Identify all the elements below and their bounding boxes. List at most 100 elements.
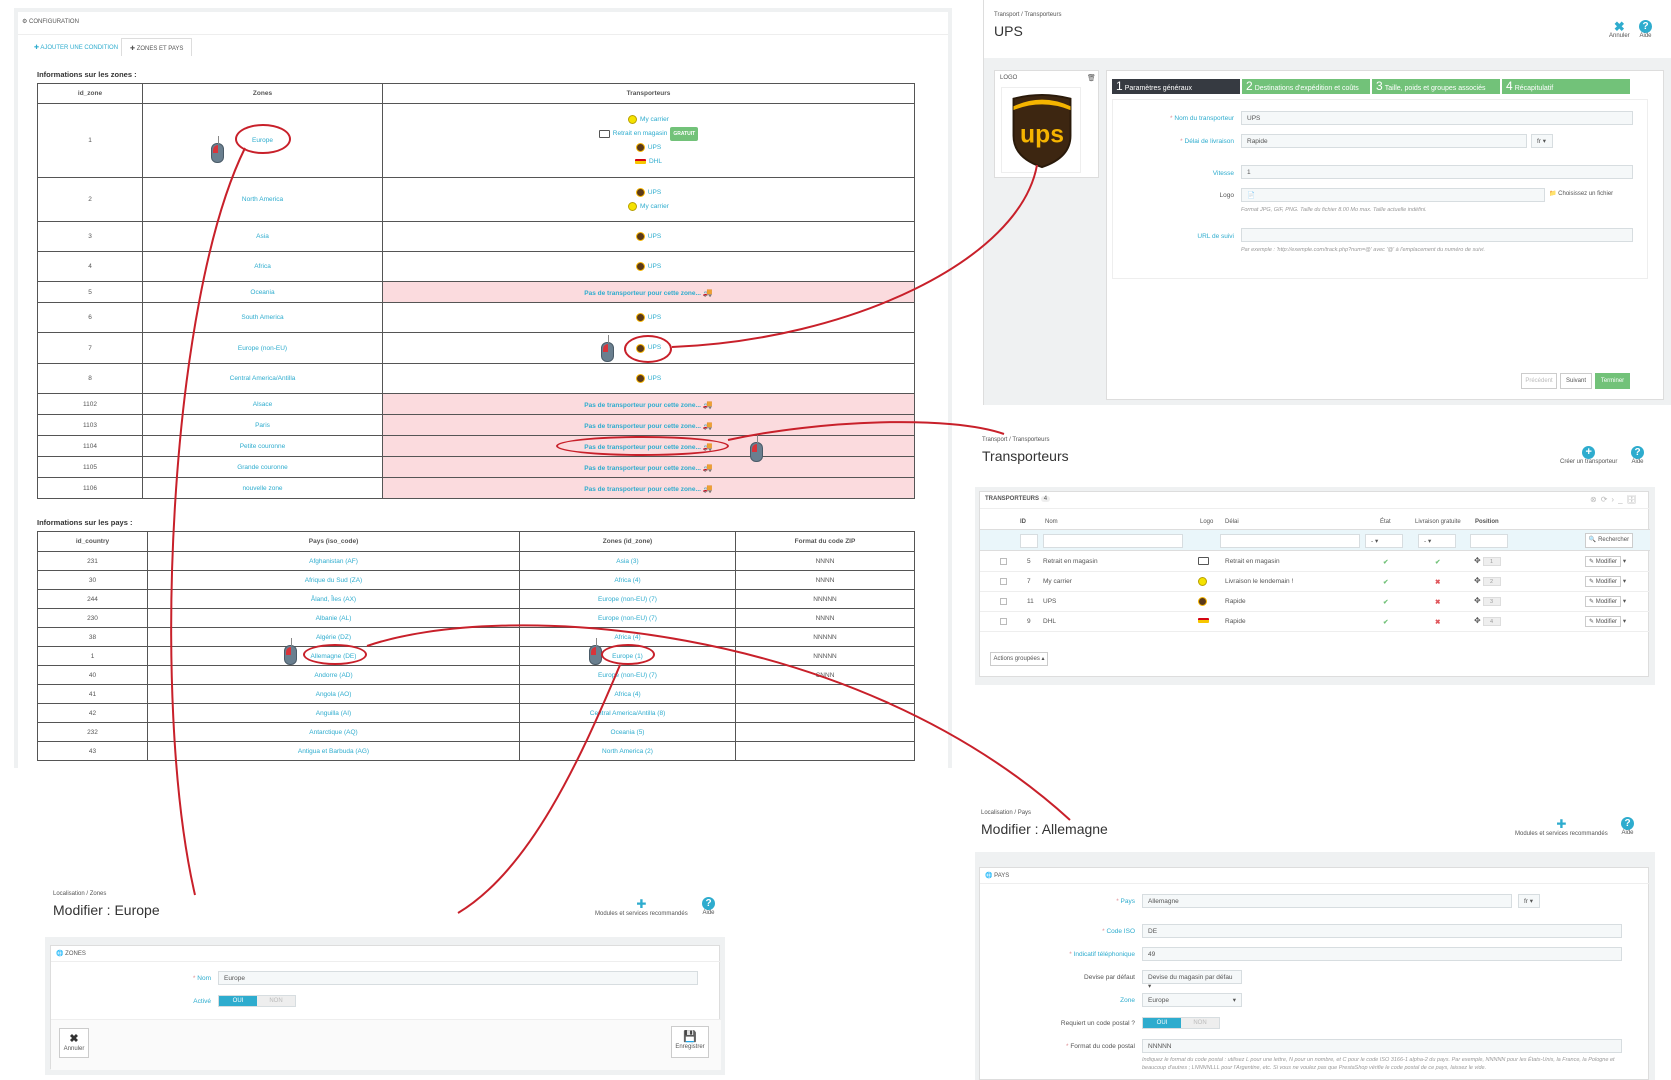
bulk-actions-button[interactable]: Actions groupées ▴: [990, 652, 1048, 666]
country-zone-link[interactable]: North America (2): [519, 741, 736, 761]
cancel-button[interactable]: ✖Annuler: [1609, 19, 1630, 39]
help-button[interactable]: ?Aide: [1631, 446, 1644, 465]
country-zone-link[interactable]: Oceania (5): [519, 722, 736, 742]
country-link[interactable]: Afghanistan (AF): [147, 551, 520, 571]
zone-link[interactable]: North America: [142, 177, 383, 222]
row-checkbox[interactable]: [1000, 578, 1007, 587]
zone-link[interactable]: nouvelle zone: [142, 477, 383, 499]
modify-button[interactable]: ✎ Modifier ▾: [1585, 576, 1626, 587]
status-check-icon[interactable]: ✔: [1383, 599, 1389, 606]
carrier-name-input[interactable]: UPS: [1241, 111, 1633, 125]
zone-link[interactable]: Paris: [142, 414, 383, 436]
free-check-icon[interactable]: ✔: [1435, 559, 1441, 566]
tracking-url-input[interactable]: [1241, 228, 1633, 242]
choose-file-button[interactable]: 📁 Choisissez un fichier: [1549, 191, 1614, 197]
no-carrier-link[interactable]: Pas de transporteur pour cette zone...: [584, 464, 701, 472]
zone-link[interactable]: Grande couronne: [142, 456, 383, 478]
col-id[interactable]: ID: [1020, 519, 1026, 525]
tab-zones-et-pays[interactable]: ✚ ZONES ET PAYS: [121, 38, 193, 56]
pays-input[interactable]: Allemagne: [1142, 894, 1512, 908]
free-cross-icon[interactable]: ✖: [1435, 599, 1441, 606]
search-button[interactable]: 🔍 Rechercher: [1585, 533, 1633, 548]
country-zone-link[interactable]: Africa (4): [519, 684, 736, 704]
tab-add-condition[interactable]: ✚ AJOUTER UNE CONDITION: [34, 45, 119, 51]
help-button[interactable]: ?Aide: [1621, 817, 1634, 836]
no-carrier-link[interactable]: Pas de transporteur pour cette zone...: [584, 485, 701, 493]
carrier-retrait-link[interactable]: Retrait en magasin: [612, 129, 668, 137]
zone-link[interactable]: Central America/Antilla: [142, 363, 383, 394]
filter-free-select[interactable]: - ▾: [1418, 534, 1456, 548]
row-checkbox[interactable]: [1000, 598, 1007, 607]
language-select[interactable]: fr ▾: [1518, 894, 1540, 908]
country-zone-link[interactable]: Europe (non-EU) (7): [519, 665, 736, 685]
filter-state-select[interactable]: - ▾: [1365, 534, 1403, 548]
carrier-ups-link[interactable]: UPS: [647, 232, 662, 240]
free-cross-icon[interactable]: ✖: [1435, 579, 1441, 586]
modify-button[interactable]: ✎ Modifier ▾: [1585, 616, 1626, 627]
country-link[interactable]: Albanie (AL): [147, 608, 520, 628]
finish-button[interactable]: Terminer: [1595, 373, 1630, 389]
carrier-ups-link[interactable]: UPS: [647, 188, 662, 196]
modules-button[interactable]: ✚Modules et services recommandés: [1515, 817, 1608, 837]
cancel-button[interactable]: ✖Annuler: [59, 1028, 89, 1058]
previous-button[interactable]: Précédent: [1521, 373, 1557, 389]
create-carrier-button[interactable]: +Créer un transporteur: [1560, 446, 1618, 465]
filter-id-input[interactable]: [1020, 534, 1038, 548]
panel-toolbar-icons[interactable]: ⊗⟳›_🗄: [1590, 495, 1641, 504]
free-cross-icon[interactable]: ✖: [1435, 619, 1441, 626]
position-handle[interactable]: ✥ 3: [1474, 596, 1501, 606]
tel-input[interactable]: 49: [1142, 947, 1622, 961]
row-checkbox[interactable]: [1000, 618, 1007, 627]
no-carrier-link[interactable]: Pas de transporteur pour cette zone...: [584, 401, 701, 409]
zone-link[interactable]: Africa: [142, 251, 383, 282]
speed-input[interactable]: 1: [1241, 165, 1633, 179]
no-carrier-link[interactable]: Pas de transporteur pour cette zone...: [584, 422, 701, 430]
logo-file-input[interactable]: 📄: [1241, 188, 1545, 202]
country-link[interactable]: Antarctique (AQ): [147, 722, 520, 742]
country-zone-link[interactable]: Africa (4): [519, 570, 736, 590]
zone-link[interactable]: Alsace: [142, 393, 383, 415]
carrier-dhl-link[interactable]: DHL: [648, 157, 662, 165]
status-check-icon[interactable]: ✔: [1383, 619, 1389, 626]
zip-format-input[interactable]: NNNNN: [1142, 1039, 1622, 1053]
position-handle[interactable]: ✥ 1: [1474, 556, 1501, 566]
zone-link[interactable]: Petite couronne: [142, 435, 383, 457]
country-link[interactable]: Anguilla (AI): [147, 703, 520, 723]
col-position[interactable]: Position: [1475, 519, 1499, 525]
col-nom[interactable]: Nom: [1045, 519, 1058, 525]
nom-input[interactable]: Europe: [218, 971, 698, 985]
filter-name-input[interactable]: [1043, 534, 1183, 548]
carrier-my-link[interactable]: My carrier: [640, 115, 669, 123]
zone-link[interactable]: Asia: [142, 221, 383, 252]
row-checkbox[interactable]: [1000, 558, 1007, 567]
carrier-ups-link[interactable]: UPS: [647, 374, 662, 382]
help-button[interactable]: ?Aide: [702, 897, 715, 916]
carrier-ups-link[interactable]: UPS: [647, 313, 662, 321]
status-check-icon[interactable]: ✔: [1383, 579, 1389, 586]
country-link[interactable]: Angola (AO): [147, 684, 520, 704]
carrier-ups-link[interactable]: UPS: [647, 143, 662, 151]
filter-position-input[interactable]: [1470, 534, 1508, 548]
delay-input[interactable]: Rapide: [1241, 134, 1527, 148]
modify-button[interactable]: ✎ Modifier ▾: [1585, 596, 1626, 607]
next-button[interactable]: Suivant: [1560, 373, 1592, 389]
country-zone-link[interactable]: Europe (non-EU) (7): [519, 608, 736, 628]
no-carrier-link[interactable]: Pas de transporteur pour cette zone...: [584, 289, 701, 297]
position-handle[interactable]: ✥ 4: [1474, 616, 1501, 626]
save-button[interactable]: 💾Enregistrer: [671, 1026, 709, 1058]
zone-link[interactable]: Oceania: [142, 281, 383, 303]
zone-link[interactable]: South America: [142, 302, 383, 333]
zone-select[interactable]: Europe▾: [1142, 993, 1242, 1007]
zone-link[interactable]: Europe (non-EU): [142, 332, 383, 364]
iso-input[interactable]: DE: [1142, 924, 1622, 938]
